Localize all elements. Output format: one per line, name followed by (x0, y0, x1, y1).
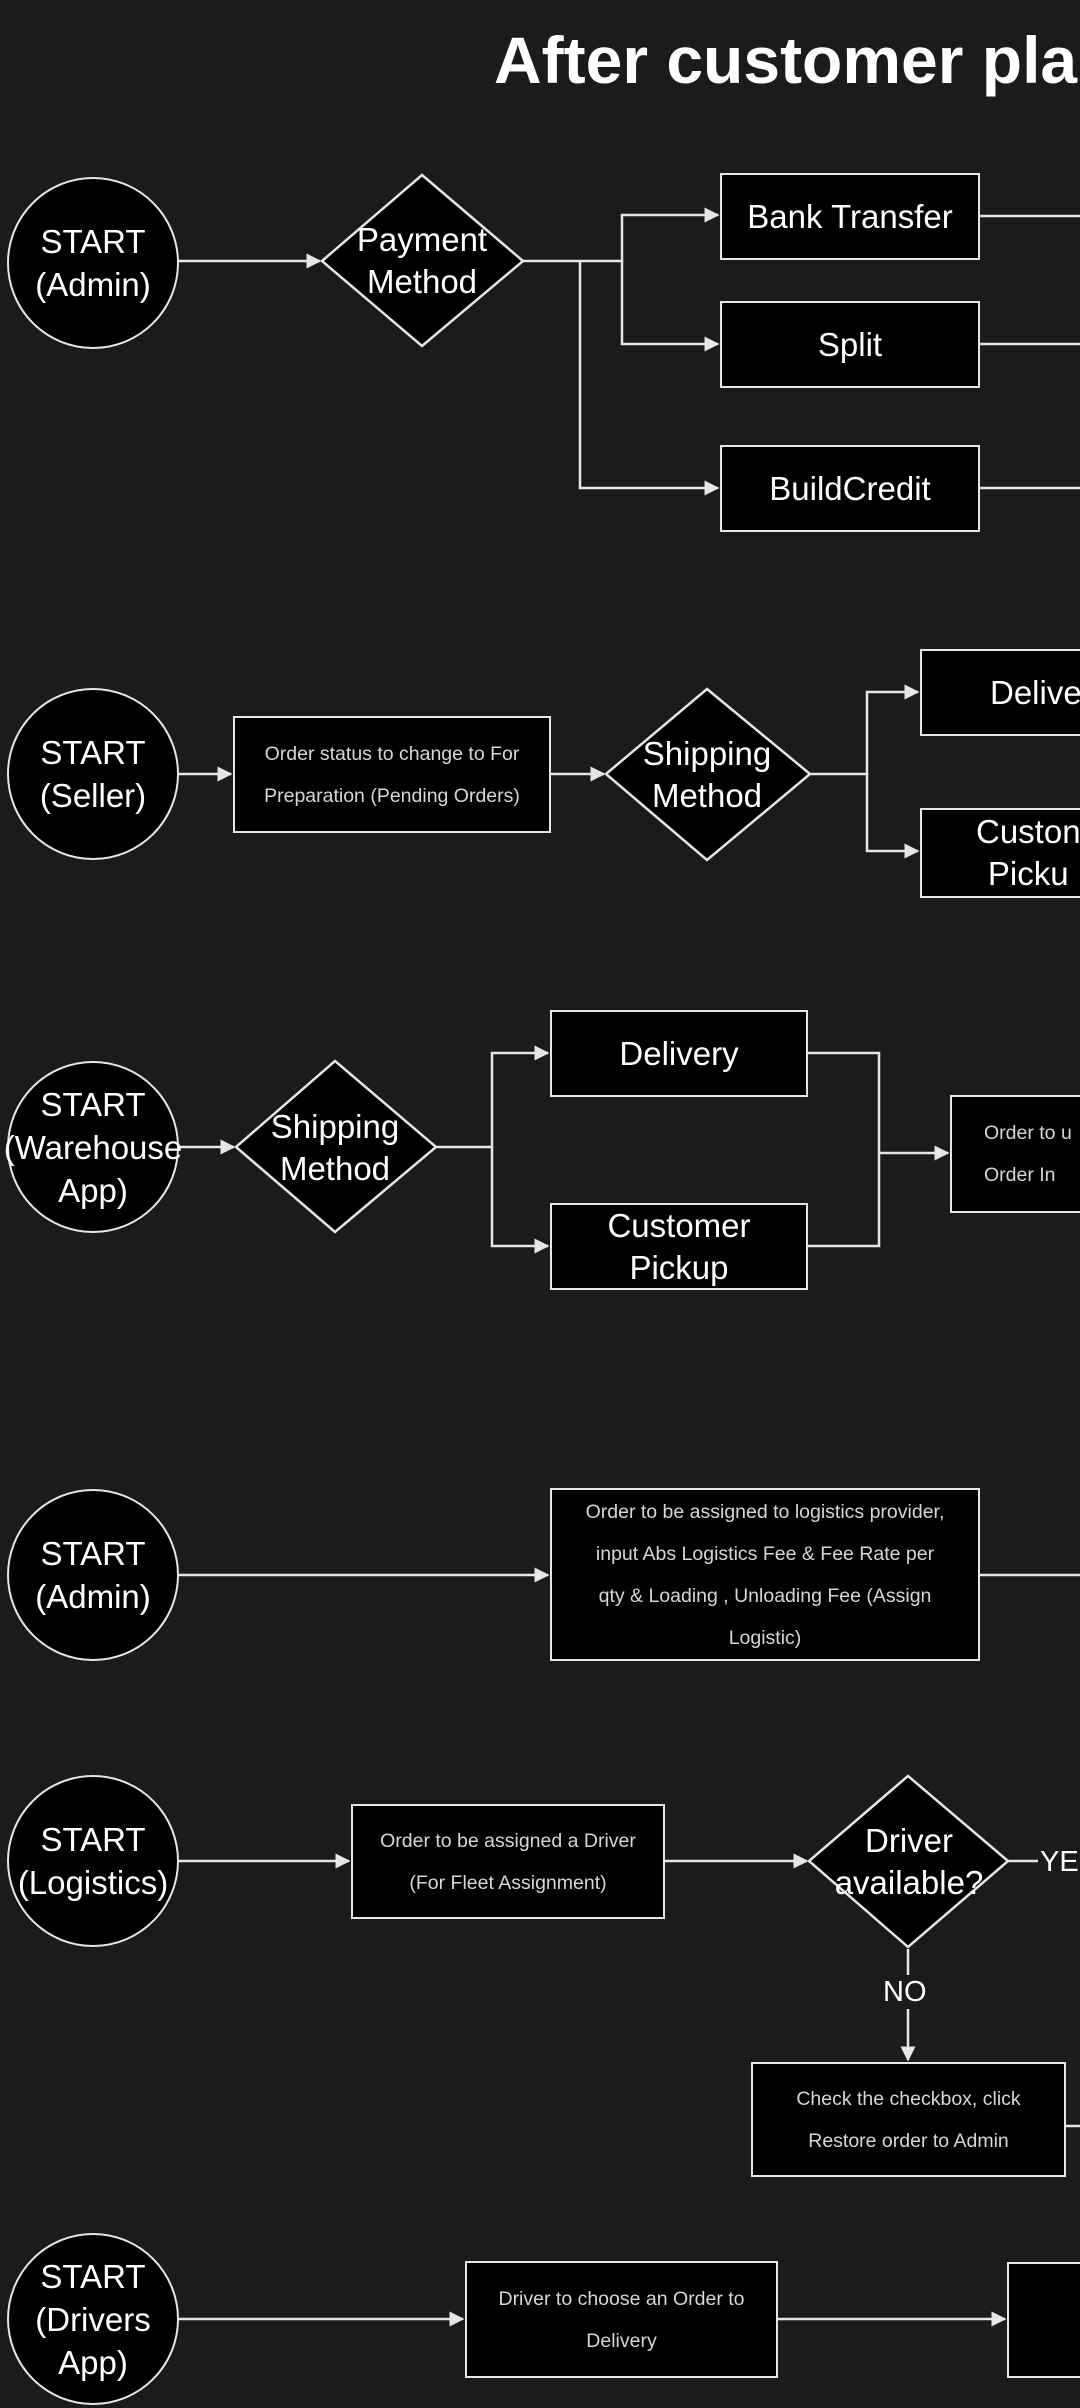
edge-shipping-to-pickup (865, 774, 920, 859)
bank-transfer-node: Bank Transfer (720, 173, 980, 260)
warehouse-delivery-node: Delivery (550, 1010, 808, 1097)
shipping-method-seller-diamond (604, 687, 812, 862)
assign-logistics-node: Order to be assigned to logistics provid… (550, 1488, 980, 1661)
next-step-node (1007, 2262, 1080, 2378)
edge-payment-to-bank-transfer (523, 207, 720, 263)
edge-shipping-to-warehouse-delivery (436, 1045, 550, 1149)
driver-available-diamond (807, 1774, 1010, 1949)
assign-driver-node: Order to be assigned a Driver(For Fleet … (351, 1804, 665, 1919)
shipping-method-warehouse-diamond (234, 1059, 438, 1234)
start-seller-node: START(Seller) (7, 688, 179, 860)
start-admin-node-2: START(Admin) (7, 1489, 179, 1661)
edge-label-yes: YE (1040, 1845, 1079, 1879)
start-logistics-node: START(Logistics) (7, 1775, 179, 1947)
edge-shipping-to-warehouse-pickup (490, 1147, 550, 1254)
seller-delivery-node: Delive (920, 649, 1080, 736)
start-admin-node: START(Admin) (7, 177, 179, 349)
edge-shipping-to-delivery (810, 684, 920, 776)
split-node: Split (720, 301, 980, 388)
edge-payment-to-split (620, 261, 720, 352)
payment-method-diamond (320, 173, 525, 348)
page-title: After customer pla (494, 23, 1078, 97)
edge-payment-to-buildcredit (578, 261, 720, 496)
edge-warehouse-delivery-merge (808, 1051, 881, 1248)
edge-label-no: NO (883, 1975, 927, 2009)
buildcredit-node: BuildCredit (720, 445, 980, 532)
